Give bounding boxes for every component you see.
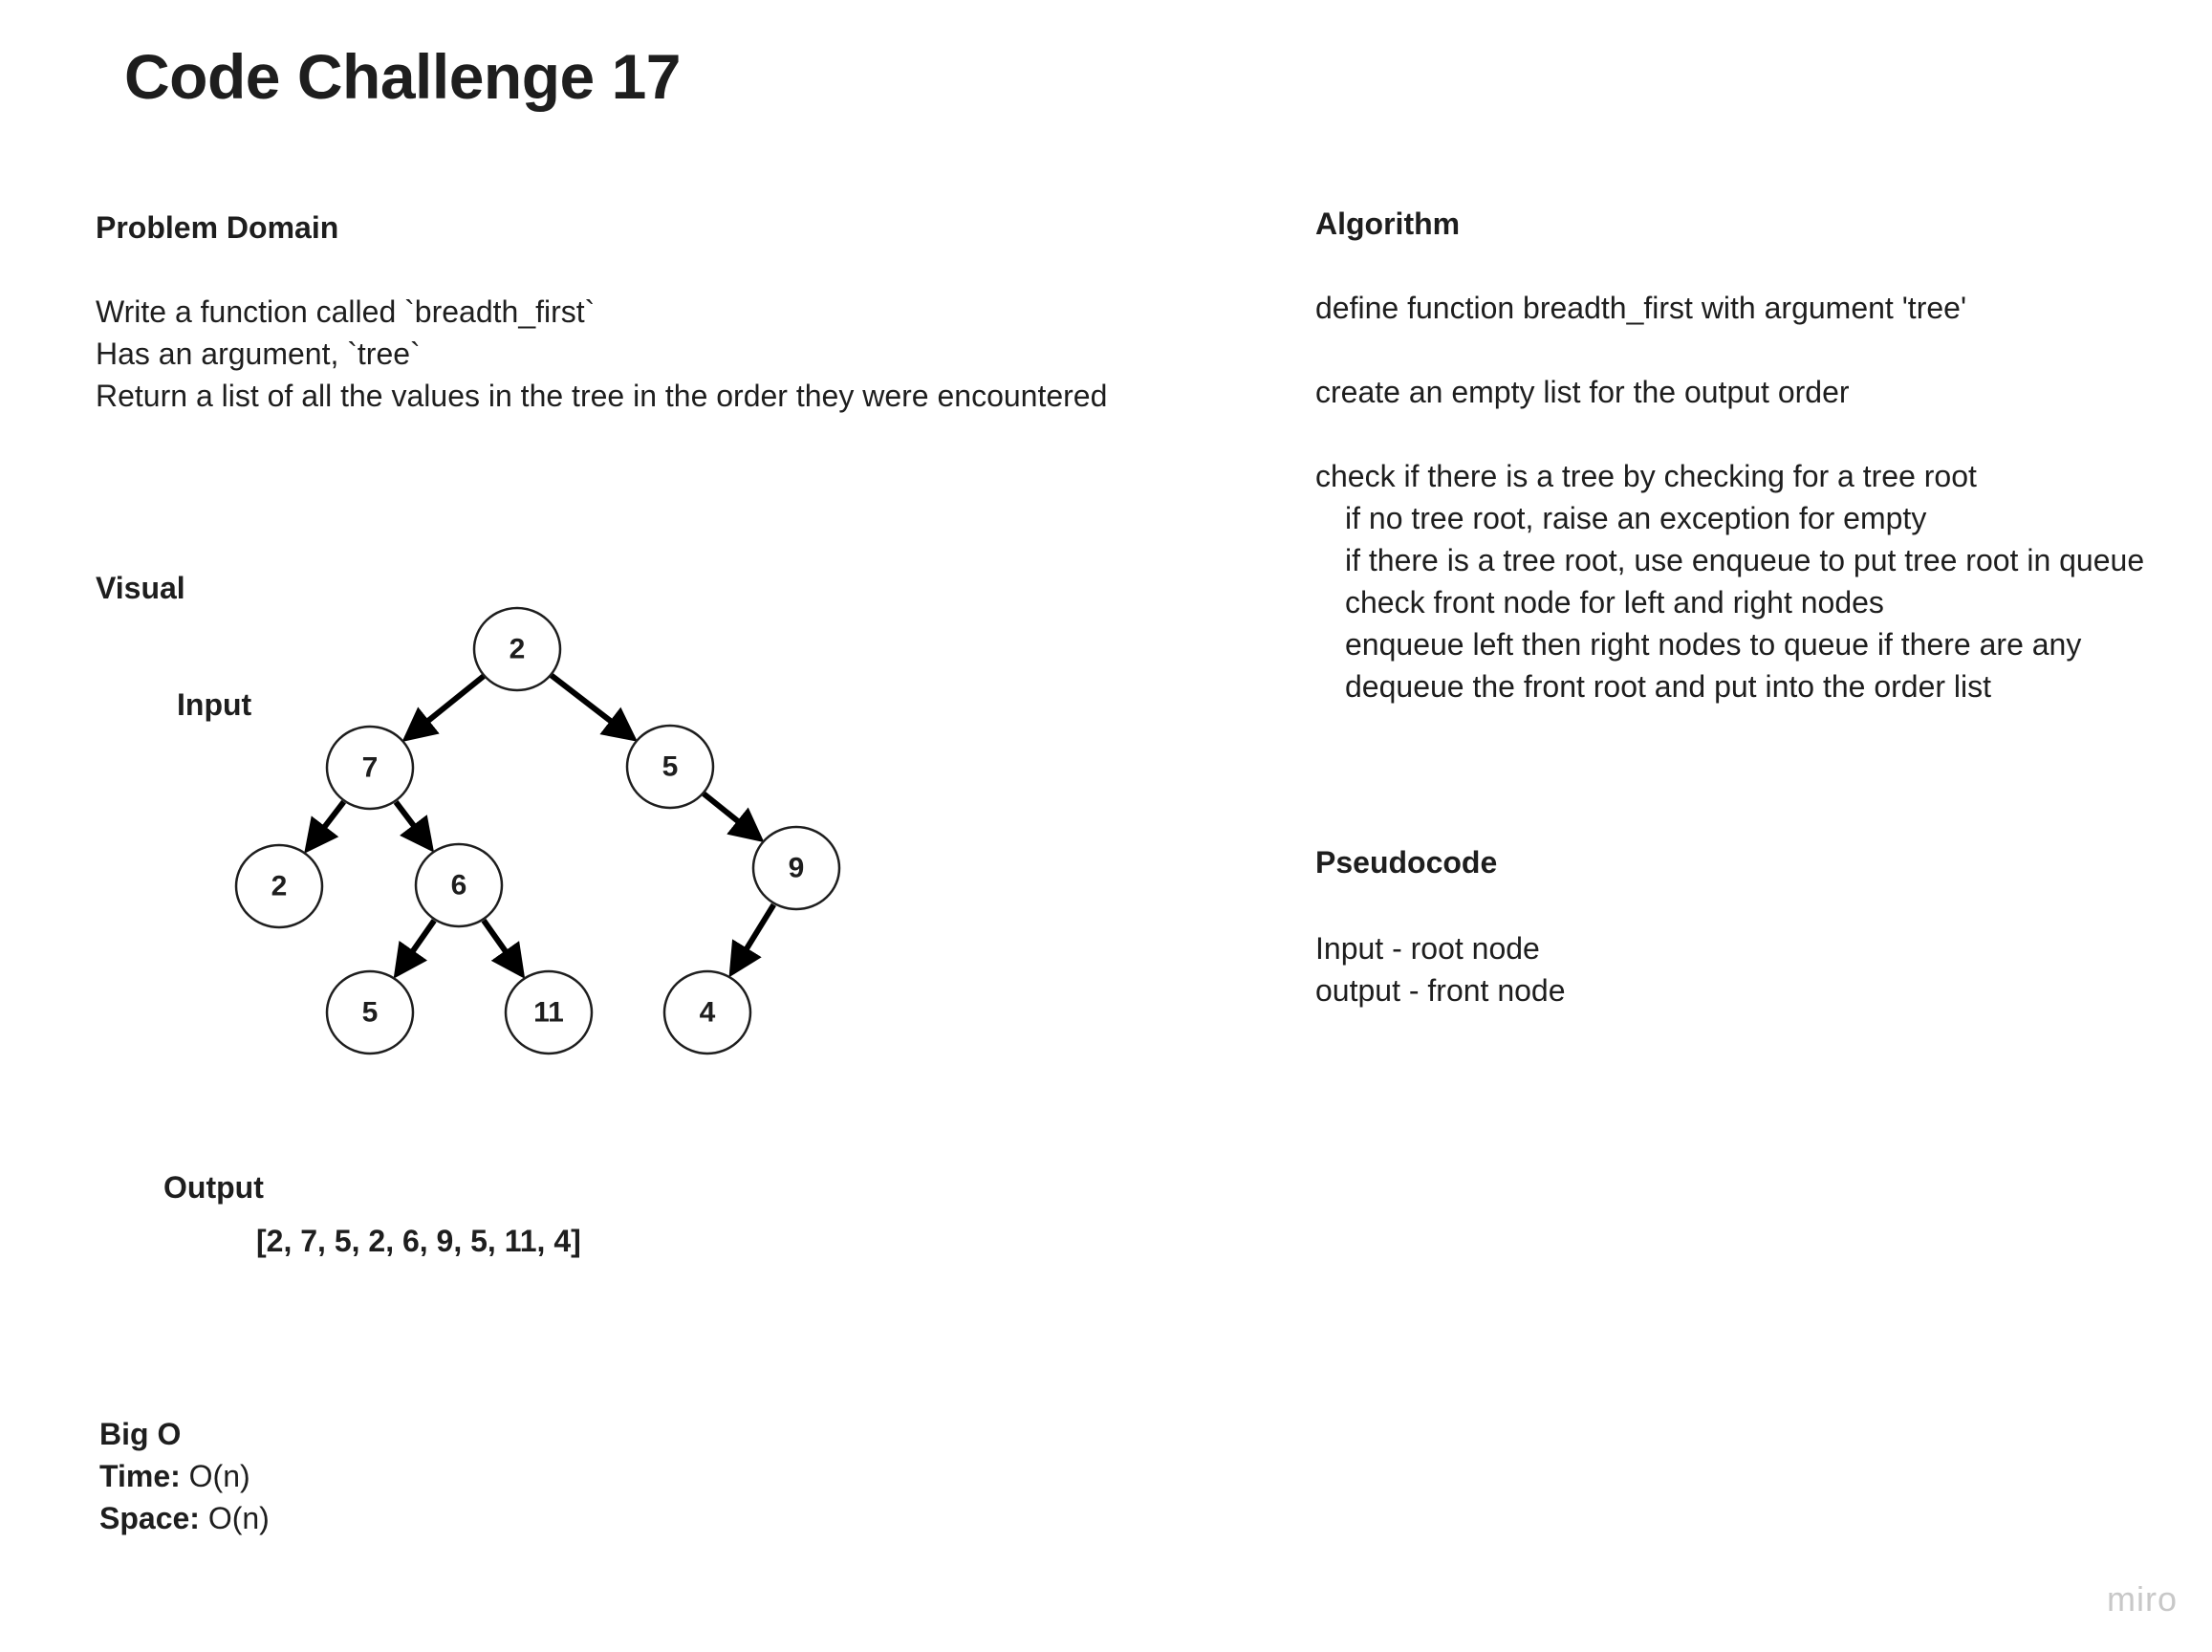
tree-node-circle <box>414 842 504 928</box>
algorithm-line: create an empty list for the output orde… <box>1315 375 1850 409</box>
tree-node-circle <box>325 725 415 811</box>
tree-node-circle <box>625 724 715 810</box>
algorithm-step: enqueue left then right nodes to queue i… <box>1345 627 2082 662</box>
problem-domain-line: Has an argument, `tree` <box>96 337 421 371</box>
problem-domain-text: Write a function called `breadth_first` … <box>96 291 1107 417</box>
tree-node-value: 9 <box>789 853 805 884</box>
tree-node-value: 2 <box>510 634 526 665</box>
big-o-heading: Big O <box>99 1417 182 1451</box>
tree-node: 6 <box>414 842 504 928</box>
miro-watermark: miro <box>2107 1579 2178 1619</box>
tree-edge-arrow <box>304 799 347 854</box>
problem-domain-line: Return a list of all the values in the t… <box>96 379 1108 413</box>
visual-heading: Visual <box>96 571 185 605</box>
algorithm-line: define function breadth_first with argum… <box>1315 291 1967 325</box>
pseudocode-line: Input - root node <box>1315 931 1540 966</box>
input-label: Input <box>177 687 252 722</box>
algorithm-step: check front node for left and right node… <box>1345 585 1884 620</box>
tree-node-circle <box>662 969 752 1055</box>
tree-edge-arrow <box>549 673 638 742</box>
tree-node: 2 <box>234 843 324 929</box>
space-value: O(n) <box>207 1501 270 1535</box>
algorithm-step: dequeue the front root and put into the … <box>1345 669 1992 704</box>
tree-node-circle <box>325 969 415 1055</box>
tree-node-circle <box>234 843 324 929</box>
tree-node-value: 7 <box>362 752 379 784</box>
tree-edge-arrow <box>481 919 526 979</box>
algorithm-line: check if there is a tree by checking for… <box>1315 459 1977 493</box>
tree-node-value: 2 <box>271 871 288 902</box>
problem-domain-line: Write a function called `breadth_first` <box>96 294 596 329</box>
algorithm-text: define function breadth_first with argum… <box>1315 287 2144 707</box>
tree-node: 4 <box>662 969 752 1055</box>
page-title: Code Challenge 17 <box>124 41 682 112</box>
tree-node-circle <box>504 969 594 1055</box>
tree-node: 9 <box>751 825 841 911</box>
tree-edge-arrow <box>393 800 435 853</box>
tree-node-value: 11 <box>533 997 564 1029</box>
tree-node: 11 <box>504 969 594 1055</box>
tree-node-value: 5 <box>662 751 679 783</box>
big-o-section: Big O Time: O(n) Space: O(n) <box>99 1413 270 1539</box>
tree-node: 7 <box>325 725 415 811</box>
tree-node: 5 <box>325 969 415 1055</box>
tree-edge-arrow <box>728 902 776 978</box>
tree-node-value: 4 <box>700 997 716 1029</box>
space-label: Space: <box>99 1501 200 1535</box>
algorithm-spacer <box>1315 329 2144 371</box>
tree-node-value: 5 <box>362 997 379 1029</box>
time-label: Time: <box>99 1459 181 1493</box>
problem-domain-heading: Problem Domain <box>96 210 339 245</box>
tree-node-value: 6 <box>451 870 467 902</box>
algorithm-heading: Algorithm <box>1315 206 1461 241</box>
tree-node: 2 <box>472 606 562 692</box>
algorithm-step: if no tree root, raise an exception for … <box>1345 501 1927 535</box>
tree-node-circle <box>472 606 562 692</box>
tree-edge-arrow <box>702 791 765 843</box>
algorithm-spacer <box>1315 413 2144 455</box>
space-complexity: Space: O(n) <box>99 1497 270 1539</box>
pseudocode-text: Input - root node output - front node <box>1315 927 1566 1011</box>
time-complexity: Time: O(n) <box>99 1455 270 1497</box>
pseudocode-heading: Pseudocode <box>1315 845 1498 880</box>
tree-node: 5 <box>625 724 715 810</box>
pseudocode-line: output - front node <box>1315 973 1566 1008</box>
tree-edge-arrow <box>393 919 437 979</box>
time-value: O(n) <box>188 1459 250 1493</box>
output-value: [2, 7, 5, 2, 6, 9, 5, 11, 4] <box>256 1224 581 1258</box>
tree-edge-arrow <box>401 673 486 743</box>
output-label: Output <box>163 1170 264 1205</box>
algorithm-step: if there is a tree root, use enqueue to … <box>1345 543 2145 577</box>
tree-node-circle <box>751 825 841 911</box>
